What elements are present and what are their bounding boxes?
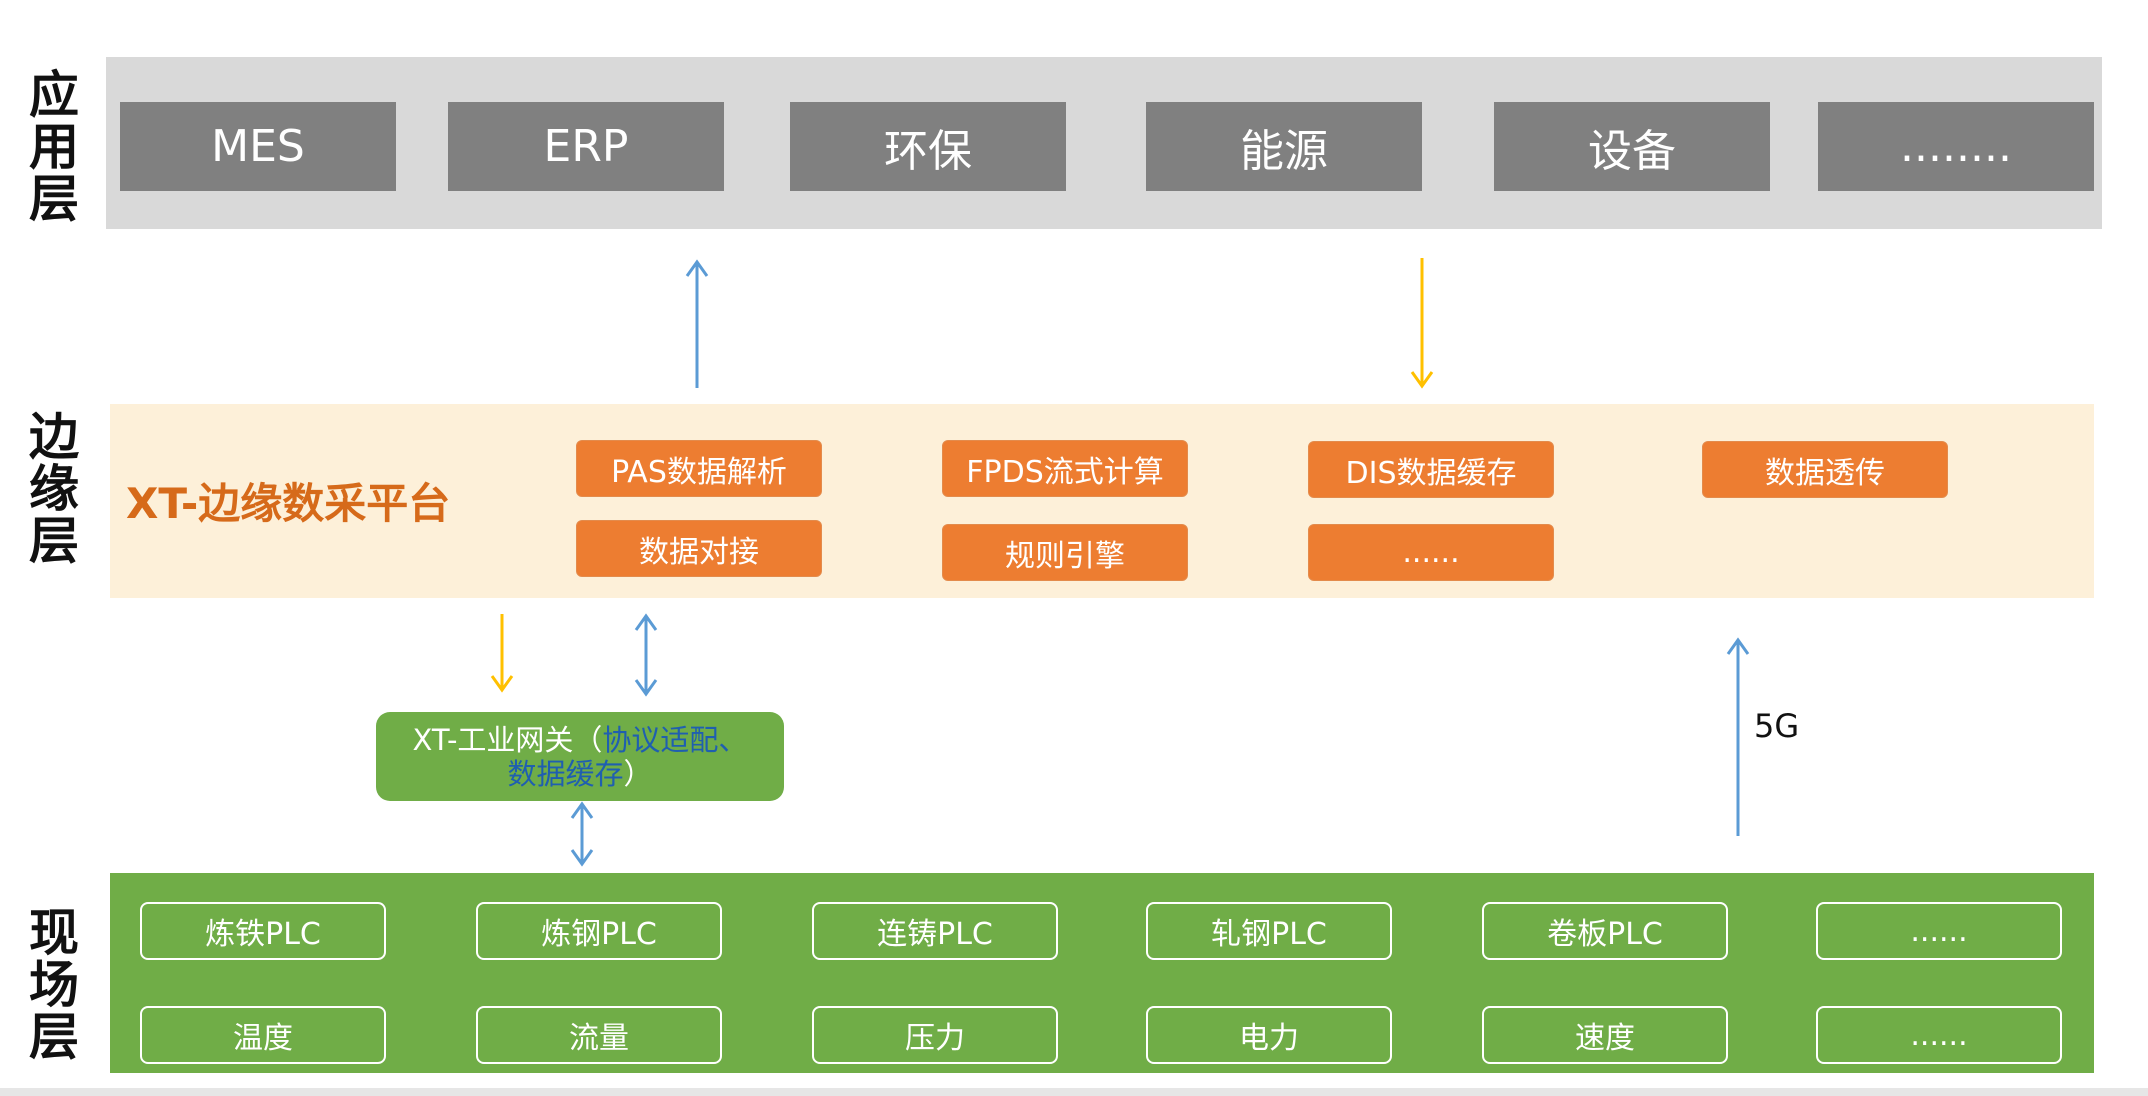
field-box-more-plc: ...... xyxy=(1816,902,2062,960)
field-box-steelmaking-plc: 炼钢PLC xyxy=(476,902,722,960)
app-box-mes: MES xyxy=(120,102,396,191)
edge-platform-title: XT-边缘数采平台 xyxy=(126,479,451,528)
app-box-more: ........ xyxy=(1818,102,2094,191)
edge-module-passthrough: 数据透传 xyxy=(1702,441,1948,498)
edge-module-dis: DIS数据缓存 xyxy=(1308,441,1554,498)
gateway-prefix: XT-工业网关（ xyxy=(412,723,603,757)
gateway-function-1: 协议适配、 xyxy=(602,723,748,757)
arrow-gateway-field-bidirectional xyxy=(570,801,594,867)
app-box-equipment: 设备 xyxy=(1494,102,1770,191)
field-box-flow: 流量 xyxy=(476,1006,722,1064)
field-box-speed: 速度 xyxy=(1482,1006,1728,1064)
link-label-5g: 5G xyxy=(1754,707,1800,745)
layer-label-field-text: 现场层 xyxy=(21,906,79,1062)
gateway-suffix: ） xyxy=(623,757,653,791)
layer-label-edge-text: 边缘层 xyxy=(21,410,79,566)
gateway-function-2: 数据缓存 xyxy=(507,757,624,791)
edge-module-data-docking: 数据对接 xyxy=(576,520,822,577)
arrow-edge-to-gateway xyxy=(490,614,514,693)
bottom-divider xyxy=(0,1088,2148,1096)
industrial-gateway-box: XT-工业网关（协议适配、 数据缓存） xyxy=(376,712,784,801)
edge-module-rule-engine: 规则引擎 xyxy=(942,524,1188,581)
field-box-rolling-plc: 轧钢PLC xyxy=(1146,902,1392,960)
field-layer-band xyxy=(110,873,2094,1073)
app-box-environment: 环保 xyxy=(790,102,1066,191)
layer-label-application-text: 应用层 xyxy=(21,68,79,224)
app-box-energy: 能源 xyxy=(1146,102,1422,191)
field-box-power: 电力 xyxy=(1146,1006,1392,1064)
arrow-field-to-edge-5g xyxy=(1726,637,1750,836)
arrow-edge-to-application xyxy=(685,259,709,388)
layer-label-field: 现场层 xyxy=(18,906,82,1062)
field-box-coil-plc: 卷板PLC xyxy=(1482,902,1728,960)
field-box-pressure: 压力 xyxy=(812,1006,1058,1064)
field-box-casting-plc: 连铸PLC xyxy=(812,902,1058,960)
field-box-temperature: 温度 xyxy=(140,1006,386,1064)
field-box-more-sensor: ...... xyxy=(1816,1006,2062,1064)
app-box-erp: ERP xyxy=(448,102,724,191)
field-box-ironmaking-plc: 炼铁PLC xyxy=(140,902,386,960)
layer-label-edge: 边缘层 xyxy=(18,410,82,566)
edge-module-fpds: FPDS流式计算 xyxy=(942,440,1188,497)
arrow-edge-gateway-bidirectional xyxy=(634,613,658,697)
arrow-application-to-edge xyxy=(1410,258,1434,389)
edge-module-pas: PAS数据解析 xyxy=(576,440,822,497)
edge-module-more: ...... xyxy=(1308,524,1554,581)
layer-label-application: 应用层 xyxy=(18,68,82,224)
